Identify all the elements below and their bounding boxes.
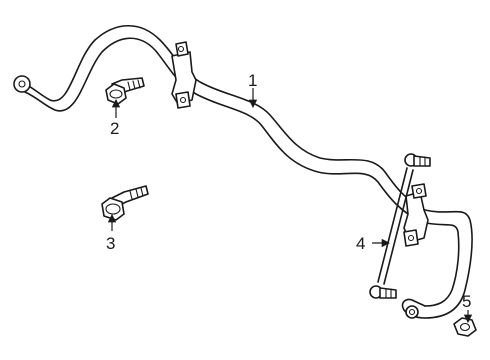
stabilizer-link bbox=[369, 153, 431, 299]
stabilizer-bar bbox=[13, 25, 473, 319]
callout-2: 2 bbox=[110, 119, 119, 138]
callout-3: 3 bbox=[106, 234, 115, 253]
nut-5 bbox=[453, 317, 477, 337]
callout-4: 4 bbox=[356, 234, 365, 253]
bolt-2 bbox=[105, 77, 145, 105]
callout-5: 5 bbox=[462, 292, 471, 311]
bolt-3 bbox=[101, 185, 149, 221]
callout-1: 1 bbox=[248, 71, 257, 90]
